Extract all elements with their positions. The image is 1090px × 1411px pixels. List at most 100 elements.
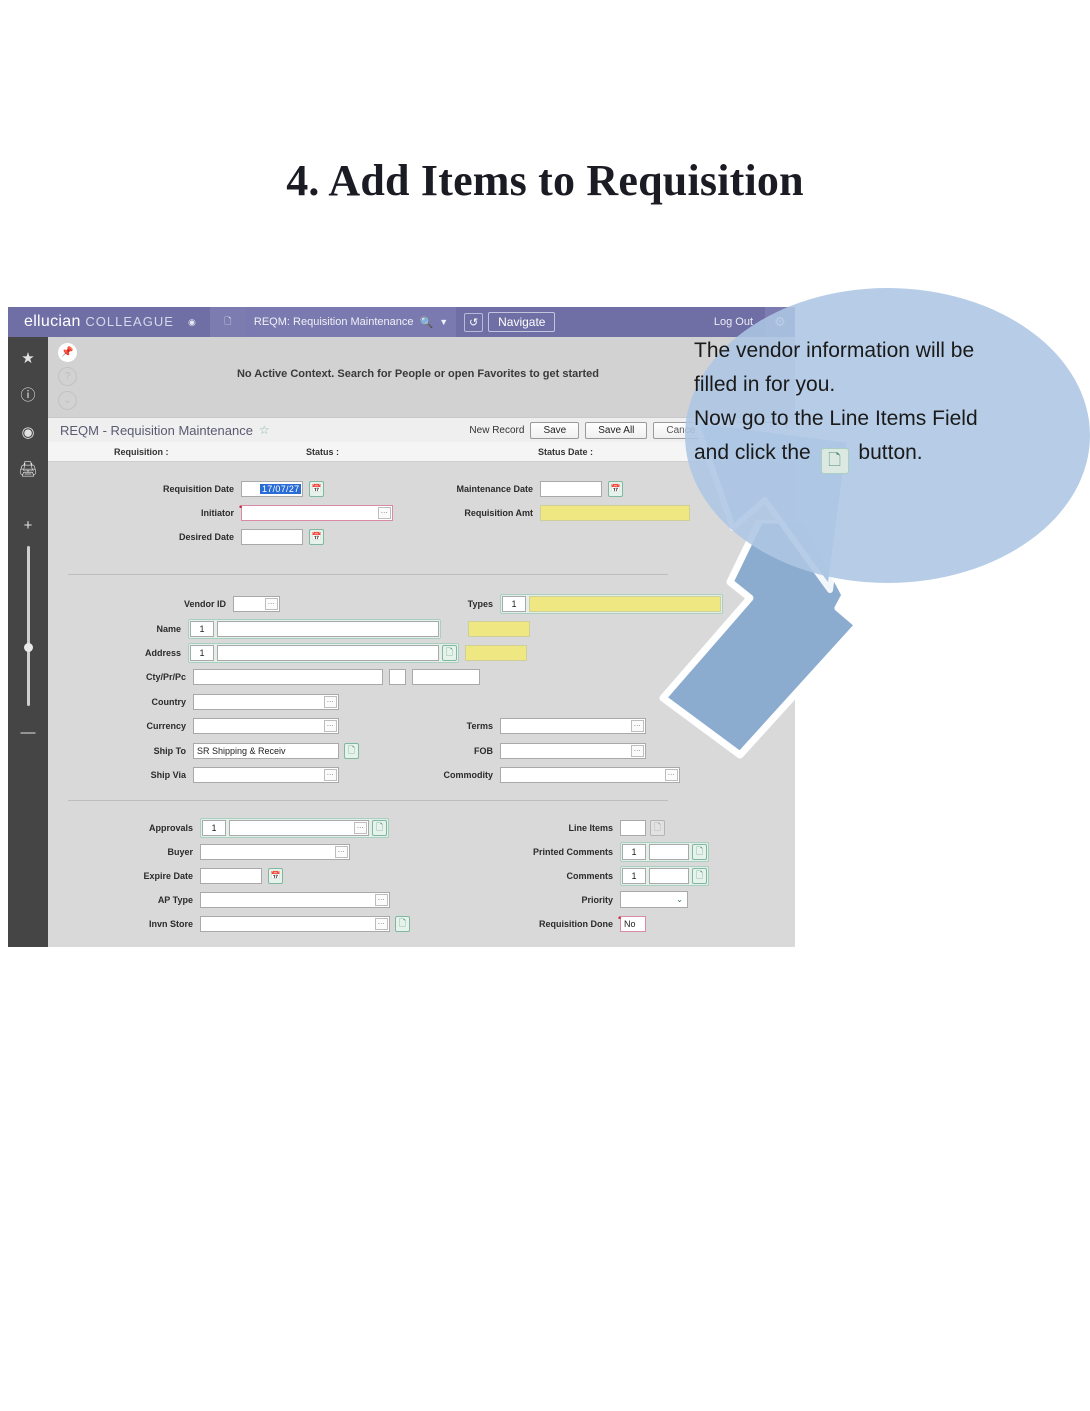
left-sidebar-rail: ★ ⓘ ◉ 🖨 + — bbox=[8, 337, 48, 947]
chevron-down-circle-icon[interactable]: ⌄ bbox=[58, 391, 77, 410]
search-icon[interactable]: 🔍 bbox=[419, 316, 434, 329]
printer-icon[interactable]: 🖨 bbox=[18, 461, 38, 478]
commodity-input[interactable]: ⋯ bbox=[500, 766, 680, 783]
star-icon[interactable]: ★ bbox=[21, 350, 35, 367]
address-counter[interactable]: 1 bbox=[190, 644, 214, 661]
name-input[interactable] bbox=[217, 620, 439, 637]
document-icon[interactable]: 🗋 bbox=[209, 307, 246, 337]
ellipsis-icon[interactable]: ⋯ bbox=[631, 744, 644, 757]
name-counter[interactable]: 1 bbox=[190, 620, 214, 637]
zoom-in-button[interactable]: + bbox=[23, 517, 33, 534]
zoom-slider-handle[interactable] bbox=[23, 643, 33, 652]
zoom-slider-track[interactable] bbox=[23, 546, 33, 706]
ship-via-input[interactable]: ⋯ bbox=[193, 766, 339, 783]
initiator-input[interactable]: • ⋯ bbox=[239, 502, 393, 521]
ship-to-value[interactable]: SR Shipping & Receiv bbox=[197, 745, 286, 756]
cty-input[interactable] bbox=[193, 668, 383, 685]
ellipsis-icon[interactable]: ⋯ bbox=[378, 506, 391, 519]
types-group: 1 bbox=[500, 593, 723, 614]
name-secondary-highlight[interactable] bbox=[468, 620, 530, 637]
question-circle-icon[interactable]: ⓘ bbox=[20, 387, 36, 404]
comments-counter[interactable]: 1 bbox=[622, 867, 646, 884]
ellipsis-icon[interactable]: ⋯ bbox=[324, 695, 337, 708]
calendar-icon[interactable]: 📅 bbox=[309, 480, 324, 497]
ellipsis-icon[interactable]: ⋯ bbox=[354, 821, 367, 834]
chevron-down-icon[interactable]: ⌄ bbox=[676, 895, 683, 904]
country-input[interactable]: ⋯ bbox=[193, 693, 339, 710]
callout-line-4: and click the 🗋 button. bbox=[694, 436, 1074, 474]
document-detail-icon[interactable]: 🗋 bbox=[372, 819, 387, 836]
ellipsis-icon[interactable]: ⋯ bbox=[324, 719, 337, 732]
field-label: Ship Via bbox=[150, 769, 186, 780]
printed-comments-counter[interactable]: 1 bbox=[622, 843, 646, 860]
logout-button[interactable]: Log Out bbox=[713, 316, 753, 328]
search-input[interactable]: REQM: Requisition Maintenance bbox=[253, 316, 414, 328]
calendar-icon[interactable]: 📅 bbox=[608, 480, 623, 497]
calendar-icon[interactable]: 📅 bbox=[309, 528, 324, 545]
callout-line-3: Now go to the Line Items Field bbox=[694, 407, 978, 431]
search-box[interactable]: REQM: Requisition Maintenance 🔍 ▼ bbox=[245, 307, 457, 337]
ellipsis-icon[interactable]: ⋯ bbox=[335, 845, 348, 858]
expire-date-input[interactable] bbox=[200, 867, 262, 884]
ellipsis-icon[interactable]: ⋯ bbox=[375, 917, 388, 930]
save-all-button[interactable]: Save All bbox=[585, 421, 648, 439]
ellipsis-icon[interactable]: ⋯ bbox=[324, 768, 337, 781]
line-items-input[interactable] bbox=[620, 819, 646, 836]
ap-type-input[interactable]: ⋯ bbox=[200, 891, 390, 908]
person-circle-icon[interactable]: ◉ bbox=[187, 316, 196, 327]
ellipsis-icon[interactable]: ⋯ bbox=[265, 597, 278, 610]
ellipsis-icon[interactable]: ⋯ bbox=[665, 768, 678, 781]
history-clock-icon[interactable]: ↺ bbox=[464, 312, 484, 332]
zoom-slider[interactable]: + — bbox=[21, 517, 36, 741]
invn-store-input[interactable]: ⋯ bbox=[200, 915, 390, 932]
callout-line-2: filled in for you. bbox=[694, 373, 836, 397]
ship-to-input[interactable]: SR Shipping & Receiv bbox=[193, 742, 339, 759]
types-counter[interactable]: 1 bbox=[502, 595, 526, 612]
maintenance-date-input[interactable] bbox=[540, 480, 602, 497]
approvals-input[interactable]: ⋯ bbox=[229, 819, 369, 836]
priority-select[interactable]: ⌄ bbox=[620, 891, 688, 908]
desired-date-input[interactable] bbox=[241, 528, 303, 545]
document-detail-icon[interactable]: 🗋 bbox=[395, 915, 410, 932]
star-outline-icon[interactable]: ☆ bbox=[258, 423, 270, 437]
terms-input[interactable]: ⋯ bbox=[500, 717, 646, 734]
calendar-icon[interactable]: 📅 bbox=[268, 867, 283, 884]
question-circle-icon[interactable]: ? bbox=[58, 367, 77, 386]
pr-input[interactable] bbox=[389, 668, 406, 685]
address-secondary-highlight[interactable] bbox=[465, 644, 527, 661]
save-button[interactable]: Save bbox=[530, 421, 580, 439]
field-ap-type: AP Type ⋯ bbox=[48, 891, 390, 908]
requisition-date-input[interactable]: 17/07/27 bbox=[241, 480, 303, 497]
requisition-done-input[interactable]: • No bbox=[618, 913, 646, 932]
person-circle-icon[interactable]: ◉ bbox=[21, 424, 35, 441]
pc-input[interactable] bbox=[412, 668, 480, 685]
requisition-date-value[interactable]: 17/07/27 bbox=[260, 483, 302, 494]
ellipsis-icon[interactable]: ⋯ bbox=[631, 719, 644, 732]
document-detail-icon[interactable]: 🗋 bbox=[442, 644, 457, 661]
pushpin-icon[interactable]: 📌 bbox=[58, 343, 77, 362]
form-body: Requisition Date 17/07/27 📅 Initiator • … bbox=[48, 462, 795, 947]
address-input[interactable] bbox=[217, 644, 439, 661]
approvals-group: 1 ⋯ 🗋 bbox=[200, 817, 389, 838]
document-detail-icon[interactable]: 🗋 bbox=[344, 742, 359, 759]
callout-text: The vendor information will be filled in… bbox=[694, 334, 1074, 474]
ellipsis-icon[interactable]: ⋯ bbox=[375, 893, 388, 906]
zoom-out-button[interactable]: — bbox=[20, 724, 36, 741]
approvals-counter[interactable]: 1 bbox=[202, 819, 226, 836]
fob-input[interactable]: ⋯ bbox=[500, 742, 646, 759]
document-detail-icon[interactable]: 🗋 bbox=[650, 819, 665, 836]
vendor-id-input[interactable]: ⋯ bbox=[233, 595, 280, 612]
requisition-done-value[interactable]: No bbox=[624, 918, 636, 929]
buyer-input[interactable]: ⋯ bbox=[200, 843, 350, 860]
chevron-down-icon[interactable]: ▼ bbox=[439, 317, 449, 327]
currency-input[interactable]: ⋯ bbox=[193, 717, 339, 734]
types-value[interactable] bbox=[529, 595, 721, 612]
navigate-button[interactable]: Navigate bbox=[488, 312, 556, 332]
document-detail-icon[interactable]: 🗋 bbox=[692, 843, 707, 860]
comments-input[interactable] bbox=[649, 867, 689, 884]
printed-comments-input[interactable] bbox=[649, 843, 689, 860]
requisition-amt-input[interactable] bbox=[540, 504, 690, 521]
field-label: Vendor ID bbox=[183, 598, 226, 609]
ellucian-logo: ellucian COLLEAGUE bbox=[8, 313, 174, 331]
document-detail-icon[interactable]: 🗋 bbox=[692, 867, 707, 884]
